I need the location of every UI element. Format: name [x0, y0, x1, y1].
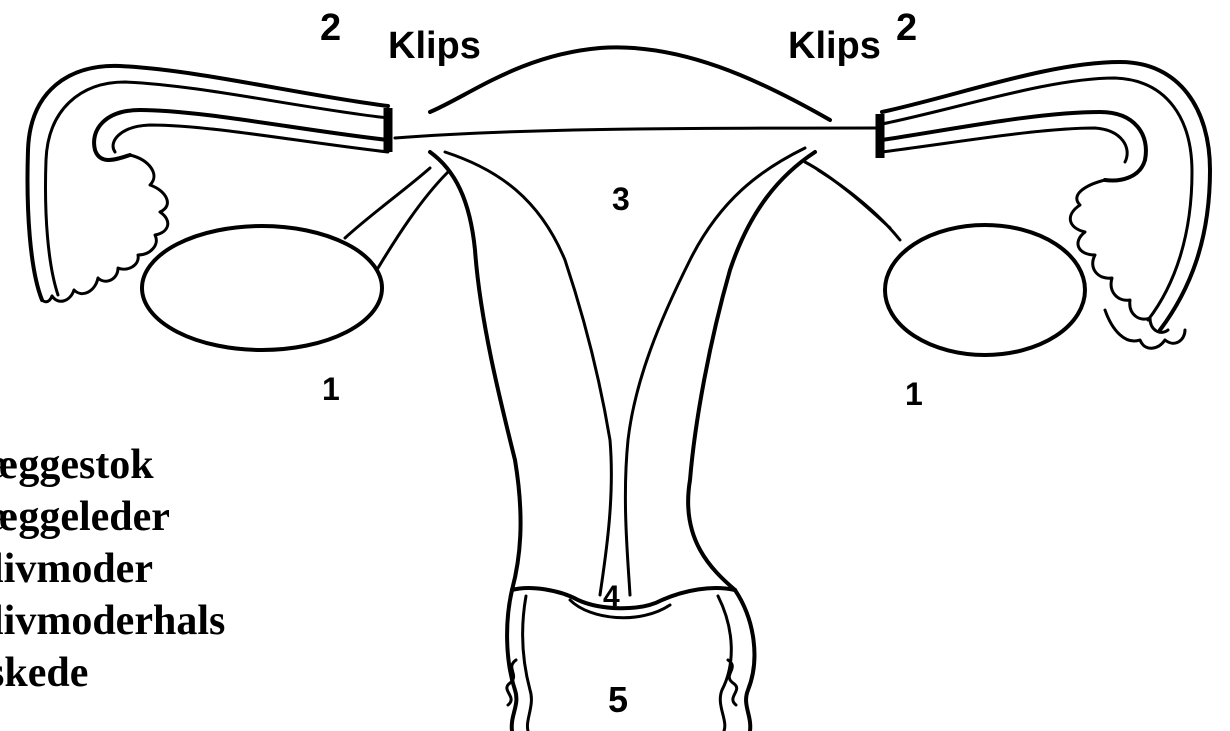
- legend-item: æggestok: [0, 442, 154, 488]
- label-right-clip: Klips: [788, 25, 881, 67]
- legend-item: livmoderhals: [0, 598, 225, 644]
- label-cervix-number: 4: [603, 580, 620, 613]
- label-right-tube-number: 2: [896, 7, 917, 49]
- uterus-left-wall: [430, 152, 521, 590]
- left-fallopian-tube-outer: [28, 66, 388, 300]
- right-fimbriae-lower: [1105, 310, 1185, 348]
- label-vagina-number: 5: [608, 679, 628, 720]
- label-left-ovary-number: 1: [322, 371, 340, 407]
- right-fallopian-tube-outer: [882, 62, 1210, 330]
- label-left-clip: Klips: [388, 25, 481, 67]
- vagina-left-wall-inner: [523, 596, 532, 731]
- uterus-right-wall: [688, 152, 815, 590]
- vagina-right-wall: [735, 590, 754, 731]
- right-ovarian-ligament: [805, 162, 900, 240]
- label-right-ovary-number: 1: [905, 376, 923, 412]
- left-fimbriae: [42, 155, 168, 302]
- label-left-tube-number: 2: [320, 7, 341, 49]
- legend-item: æggeleder: [0, 494, 170, 540]
- left-fallopian-tube-outer-inner: [46, 82, 389, 295]
- cervix-os: [512, 588, 735, 608]
- left-fallopian-tube-inner: [94, 110, 388, 160]
- uterus-fundus: [430, 47, 830, 120]
- legend: æggestok æggeleder livmoder livmoderhals…: [0, 442, 225, 696]
- right-ovary: [885, 225, 1085, 355]
- legend-item: livmoder: [0, 546, 153, 592]
- right-fimbriae: [1070, 180, 1168, 332]
- uterus-right-inner-wall: [625, 148, 805, 595]
- uterus-inner-line: [395, 128, 880, 138]
- left-ovary: [142, 226, 382, 350]
- left-fallopian-tube-inner-b: [113, 125, 388, 152]
- vagina-right-wall-inner: [718, 596, 731, 731]
- label-uterus-number: 3: [612, 181, 630, 217]
